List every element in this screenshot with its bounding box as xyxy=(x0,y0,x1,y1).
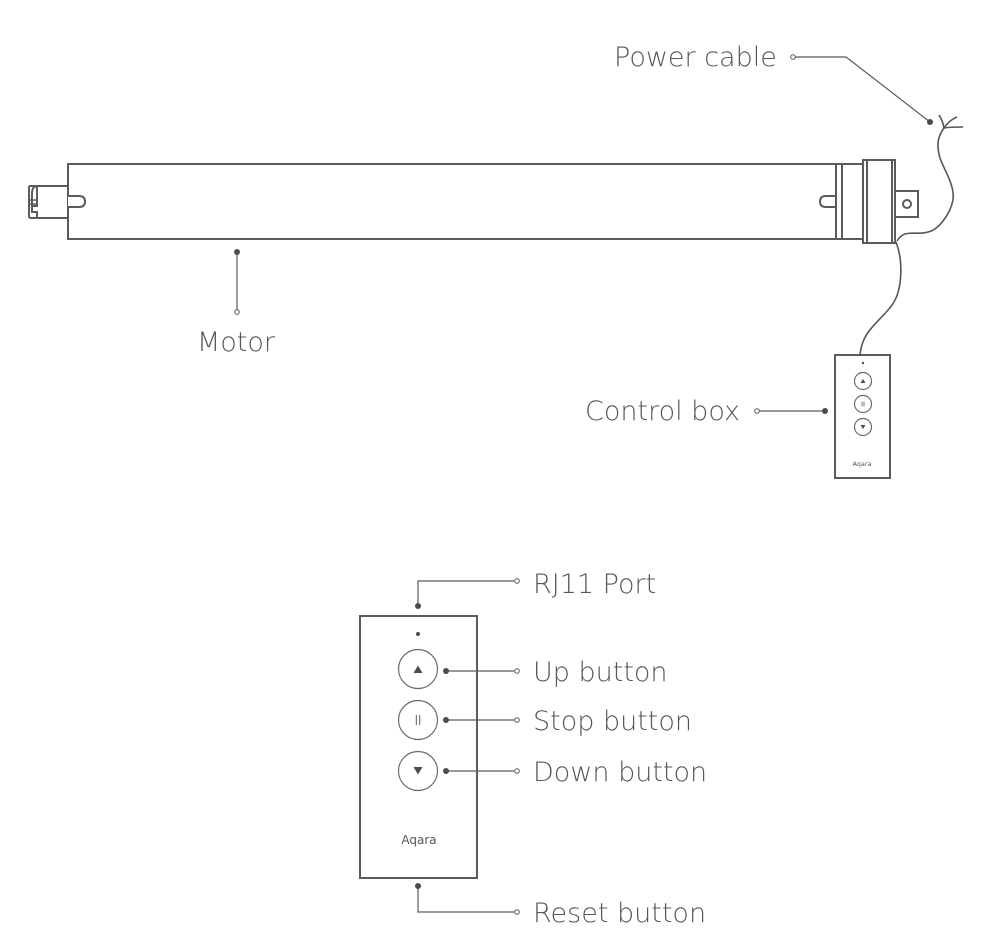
control-box-small: Aqara xyxy=(834,354,891,479)
rj11-port-leader-end xyxy=(415,603,421,609)
control-box-large-led xyxy=(416,632,420,636)
control-box-cable xyxy=(859,241,902,356)
control-box-small-brand: Aqara xyxy=(852,460,871,468)
control-box-leader-end xyxy=(822,408,828,414)
stop-button xyxy=(397,699,439,741)
power-cable-leader-start xyxy=(790,54,796,60)
stop-button-leader-end xyxy=(443,717,449,723)
motor-leader-end xyxy=(234,249,240,255)
reset-button-label: Reset button xyxy=(533,898,706,929)
small-up-icon xyxy=(860,379,866,383)
pause-icon xyxy=(415,715,421,725)
power-cable-label: Power cable xyxy=(614,42,777,73)
power-cable-strands xyxy=(938,114,964,129)
motor-right-peg xyxy=(818,195,836,208)
rj11-port-leader xyxy=(417,580,514,605)
up-button-leader-start xyxy=(514,668,520,674)
control-box-callout: Control box xyxy=(585,396,828,427)
motor-left-peg xyxy=(68,195,87,208)
reset-button-leader-start xyxy=(514,909,520,915)
down-button-leader-end xyxy=(443,768,449,774)
motor-mounting-hole xyxy=(902,199,912,209)
motor-leader-start xyxy=(234,309,240,315)
control-box-large: Aqara xyxy=(359,615,478,879)
motor-head-ring-4 xyxy=(866,159,893,244)
control-box-large-brand: Aqara xyxy=(401,833,436,847)
stop-button-callout: Stop button xyxy=(443,706,692,737)
control-box-small-stop-button xyxy=(853,394,873,414)
rj11-port-leader-start xyxy=(514,578,520,584)
reset-button-leader-end xyxy=(415,883,421,889)
stop-button-label: Stop button xyxy=(533,706,692,737)
control-box-leader-start xyxy=(754,408,760,414)
up-arrow-icon xyxy=(413,665,423,673)
power-cable-leader-end xyxy=(927,119,933,125)
control-box-small-led xyxy=(861,361,865,365)
down-arrow-icon xyxy=(413,767,423,775)
power-cable-leader xyxy=(795,56,931,123)
motor-tube xyxy=(67,163,837,240)
reset-button-leader xyxy=(417,886,514,913)
up-button-leader-end xyxy=(443,668,449,674)
motor-left-clip xyxy=(28,185,68,219)
motor-label: Motor xyxy=(197,327,276,358)
down-button-callout: Down button xyxy=(443,757,707,788)
down-button-leader-start xyxy=(514,768,520,774)
rj11-port-label: RJ11 Port xyxy=(533,569,656,600)
up-button-callout: Up button xyxy=(443,657,668,688)
motor xyxy=(28,159,919,244)
stop-button-leader-start xyxy=(514,717,520,723)
control-box-label: Control box xyxy=(585,396,740,427)
motor-callout: Motor xyxy=(197,249,276,358)
power-cable-wire xyxy=(896,127,954,242)
motor-head-ring-2 xyxy=(841,163,864,240)
small-stop-icon xyxy=(861,401,865,407)
power-cable-callout: Power cable xyxy=(614,42,933,125)
power-cable xyxy=(896,114,964,242)
down-button-label: Down button xyxy=(533,757,707,788)
rj11-port-callout: RJ11 Port xyxy=(415,569,656,609)
motor-left-clip-slot xyxy=(30,199,37,205)
up-button-label: Up button xyxy=(533,657,668,688)
small-down-icon xyxy=(860,425,866,429)
reset-button-callout: Reset button xyxy=(415,883,706,929)
